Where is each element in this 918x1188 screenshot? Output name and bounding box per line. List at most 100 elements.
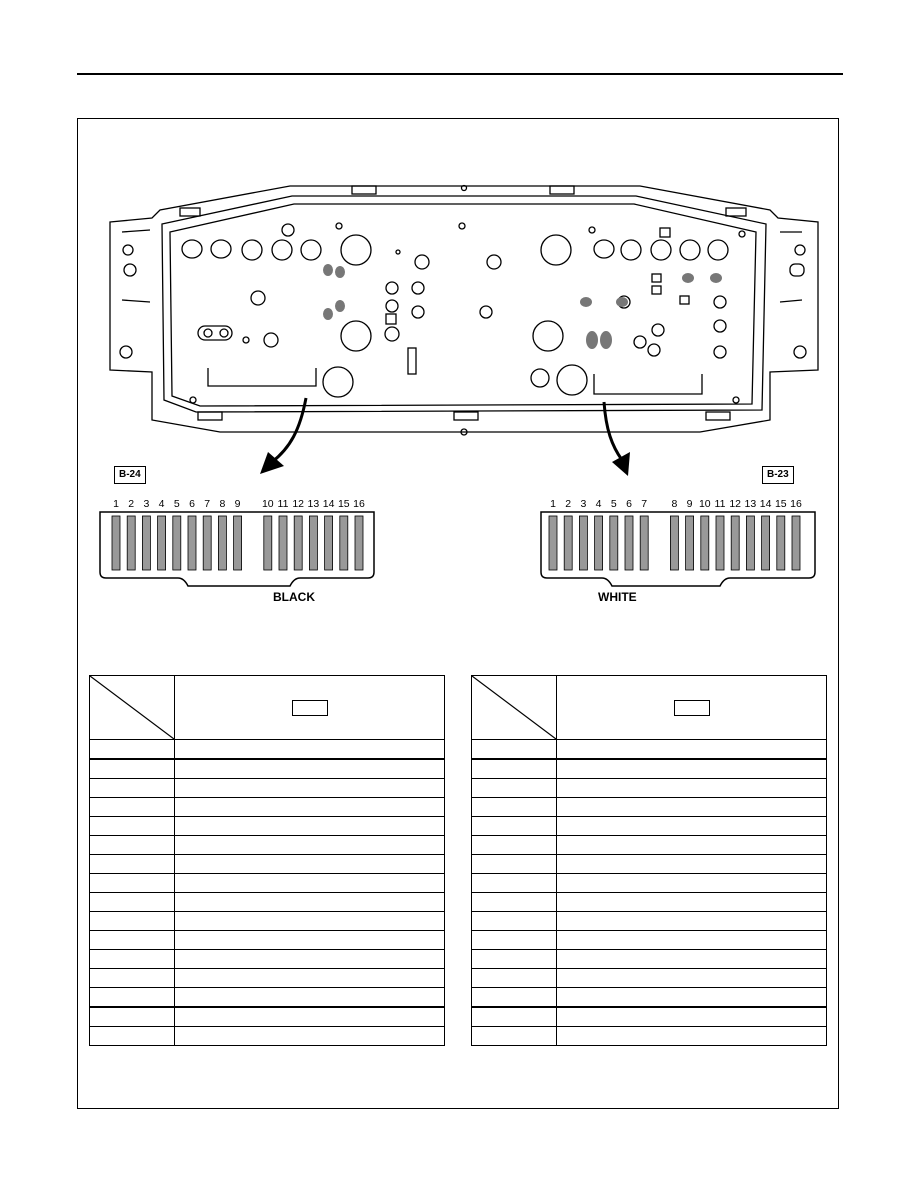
pin-number: 10 xyxy=(261,498,274,510)
pin-number: 5 xyxy=(610,498,617,510)
description-cell xyxy=(556,1026,827,1046)
pin-cell xyxy=(471,739,557,760)
pin-number: 16 xyxy=(353,498,365,510)
description-cell xyxy=(556,778,827,798)
pin-number: 1 xyxy=(113,498,119,510)
pin-number: 7 xyxy=(641,498,648,510)
pin-number: 6 xyxy=(626,498,632,510)
connector-terminal xyxy=(609,515,619,571)
description-cell xyxy=(556,1006,827,1027)
connector-terminal xyxy=(746,515,755,571)
pin-number: 1 xyxy=(550,498,556,510)
connector-terminal xyxy=(157,515,167,571)
pin-number: 4 xyxy=(595,498,602,510)
pin-number: 14 xyxy=(759,498,772,510)
description-cell xyxy=(174,835,445,855)
connector-terminal xyxy=(217,515,227,571)
pin-cell xyxy=(89,797,175,817)
connector-terminal xyxy=(639,515,649,571)
connector-terminal xyxy=(126,515,136,571)
table-row xyxy=(471,739,827,760)
table-row xyxy=(471,1006,827,1027)
connector-terminal xyxy=(278,515,288,571)
pin-number: 11 xyxy=(277,498,289,510)
table-row xyxy=(89,911,445,931)
pin-number: 6 xyxy=(189,498,195,510)
connector-terminal xyxy=(761,515,770,571)
table-corner-cell xyxy=(89,675,175,740)
pin-number: 15 xyxy=(774,498,787,510)
pin-number: 11 xyxy=(714,498,726,510)
description-cell xyxy=(556,987,827,1008)
pin-number: 8 xyxy=(219,498,226,510)
description-cell xyxy=(174,739,445,760)
connector-terminal xyxy=(563,515,573,571)
description-cell xyxy=(556,758,827,779)
pin-cell xyxy=(471,1026,557,1046)
pin-cell xyxy=(471,949,557,969)
connector-terminal xyxy=(354,515,364,571)
connector-terminal xyxy=(187,515,197,571)
pin-cell xyxy=(471,797,557,817)
description-cell xyxy=(556,816,827,836)
description-cell xyxy=(556,930,827,950)
table-row xyxy=(89,949,445,969)
connector-terminal xyxy=(730,515,740,571)
pin-number: 3 xyxy=(143,498,150,510)
connector-terminal xyxy=(791,515,801,571)
description-cell xyxy=(556,797,827,817)
table-row xyxy=(471,797,827,817)
header-rule xyxy=(77,73,843,75)
connector-terminal xyxy=(670,515,679,571)
description-cell xyxy=(174,758,445,779)
description-cell xyxy=(556,739,827,760)
description-cell xyxy=(556,835,827,855)
connector-terminal xyxy=(594,515,603,571)
pin-cell xyxy=(471,816,557,836)
header-box xyxy=(291,699,328,716)
table-row xyxy=(89,930,445,950)
pin-number: 15 xyxy=(337,498,350,510)
connector-terminal xyxy=(324,515,334,571)
pin-number: 8 xyxy=(671,498,678,510)
pin-number: 9 xyxy=(686,498,693,510)
description-cell xyxy=(174,1006,445,1027)
description-cell xyxy=(556,892,827,912)
connector-terminal xyxy=(141,515,151,571)
connector-terminal xyxy=(111,515,121,571)
pin-cell xyxy=(471,835,557,855)
pin-number: 9 xyxy=(234,498,241,510)
figure-frame xyxy=(77,118,839,1109)
description-cell xyxy=(174,1026,445,1046)
table-row xyxy=(471,949,827,969)
pin-cell xyxy=(471,873,557,893)
connector-code-left: B-24 xyxy=(114,466,146,484)
description-cell xyxy=(174,949,445,969)
description-cell xyxy=(174,987,445,1008)
connector-color-right: WHITE xyxy=(598,590,637,604)
description-cell xyxy=(174,778,445,798)
table-row xyxy=(471,930,827,950)
table-row xyxy=(471,816,827,836)
connector-terminal xyxy=(700,515,710,571)
table-row xyxy=(471,1026,827,1046)
connector-color-left: BLACK xyxy=(273,590,315,604)
table-row xyxy=(471,835,827,855)
header-box xyxy=(673,699,710,716)
table-header-cell xyxy=(174,675,445,740)
table-row xyxy=(471,911,827,931)
description-cell xyxy=(556,854,827,874)
connector-terminal xyxy=(263,515,273,571)
connector-terminal xyxy=(624,515,634,571)
pin-cell xyxy=(89,968,175,988)
connector-terminal xyxy=(202,515,212,571)
description-cell xyxy=(174,854,445,874)
pin-number: 2 xyxy=(128,498,135,510)
pin-cell xyxy=(89,1026,175,1046)
table-row xyxy=(471,987,827,1008)
table-row xyxy=(89,892,445,912)
table-row xyxy=(89,778,445,798)
